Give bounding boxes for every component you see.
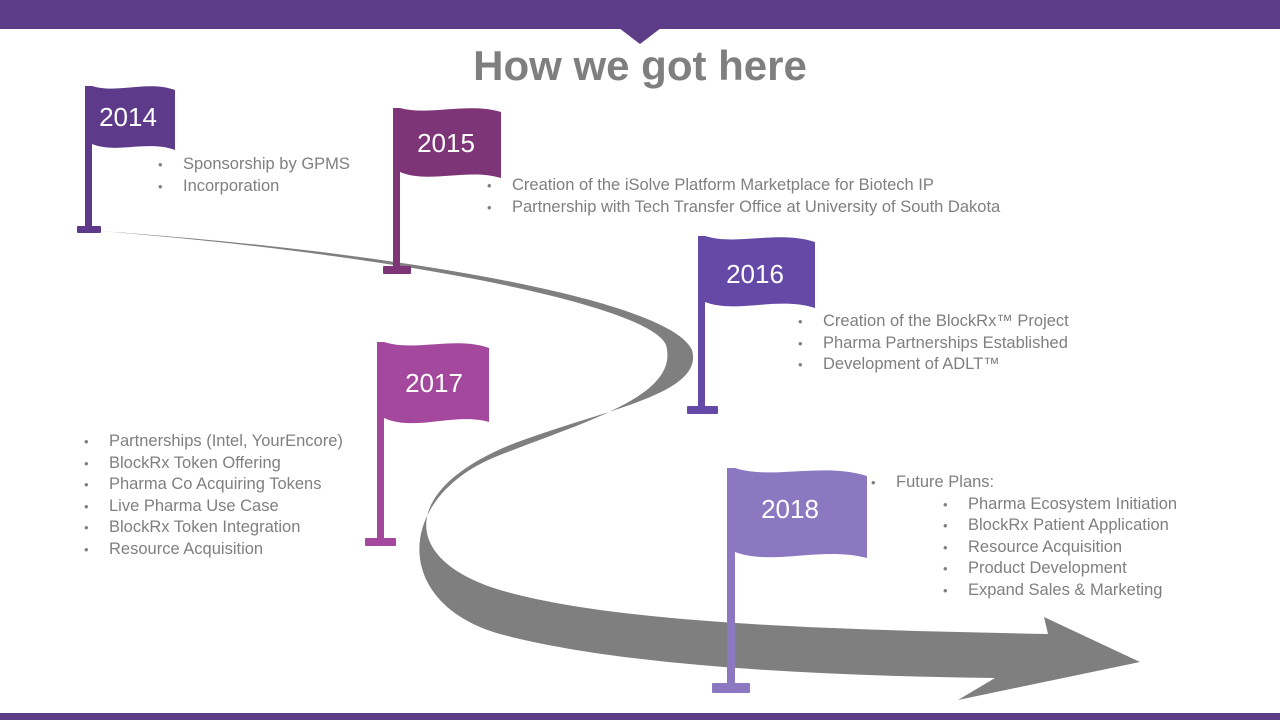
road-body [100, 231, 1140, 700]
list-item: Future Plans: Pharma Ecosystem Initiatio… [871, 472, 1177, 601]
year-label: 2017 [405, 368, 463, 398]
flag-pole [85, 86, 92, 230]
milestone-2015-list: Creation of the iSolve Platform Marketpl… [487, 175, 1000, 218]
list-item: Sponsorship by GPMS [158, 154, 350, 176]
flag-cloth [400, 108, 501, 178]
flag-base [365, 538, 396, 546]
milestone-2018-list: Future Plans: Pharma Ecosystem Initiatio… [871, 472, 1177, 601]
list-item: Live Pharma Use Case [84, 496, 343, 518]
flag-cloth [735, 468, 867, 558]
list-item: Pharma Ecosystem Initiation [943, 494, 1177, 516]
flag-base [687, 406, 718, 414]
flag-2014: 2014 [77, 84, 179, 236]
flag-base [712, 683, 750, 693]
flag-2016: 2016 [687, 234, 819, 418]
flag-cloth [384, 342, 489, 424]
flag-base [77, 226, 101, 233]
list-item: Incorporation [158, 176, 350, 198]
flag-pole [698, 236, 705, 410]
future-plans-sublist: Pharma Ecosystem Initiation BlockRx Pati… [896, 494, 1177, 602]
list-item: Resource Acquisition [84, 539, 343, 561]
flag-2018: 2018 [712, 466, 872, 698]
banner-notch [619, 28, 661, 44]
flag-pole [377, 342, 384, 542]
list-item: Pharma Co Acquiring Tokens [84, 474, 343, 496]
list-item: Creation of the BlockRx™ Project [798, 311, 1069, 333]
list-item: Product Development [943, 558, 1177, 580]
list-item: BlockRx Token Integration [84, 517, 343, 539]
slide-title: How we got here [473, 42, 807, 89]
list-item: Pharma Partnerships Established [798, 333, 1069, 355]
list-item: BlockRx Token Offering [84, 453, 343, 475]
year-label: 2016 [726, 259, 784, 289]
milestone-2014-list: Sponsorship by GPMS Incorporation [158, 154, 350, 197]
list-item-label: Future Plans: [896, 473, 995, 491]
bottom-banner [0, 713, 1280, 720]
flag-pole [727, 468, 735, 688]
milestone-2017-list: Partnerships (Intel, YourEncore) BlockRx… [84, 431, 343, 560]
flag-2015: 2015 [383, 106, 505, 278]
list-item: Development of ADLT™ [798, 354, 1069, 376]
list-item: Partnership with Tech Transfer Office at… [487, 197, 1000, 219]
list-item: Resource Acquisition [943, 537, 1177, 559]
list-item: Expand Sales & Marketing [943, 580, 1177, 602]
flag-cloth [92, 86, 175, 150]
flag-base [383, 266, 411, 274]
list-item: Creation of the iSolve Platform Marketpl… [487, 175, 1000, 197]
top-banner [0, 0, 1280, 29]
list-item: BlockRx Patient Application [943, 515, 1177, 537]
flag-2017: 2017 [365, 340, 493, 552]
year-label: 2014 [99, 102, 157, 132]
list-item: Partnerships (Intel, YourEncore) [84, 431, 343, 453]
flag-pole [393, 108, 400, 270]
year-label: 2015 [417, 128, 475, 158]
year-label: 2018 [761, 494, 819, 524]
milestone-2016-list: Creation of the BlockRx™ Project Pharma … [798, 311, 1069, 376]
flag-cloth [705, 236, 815, 308]
